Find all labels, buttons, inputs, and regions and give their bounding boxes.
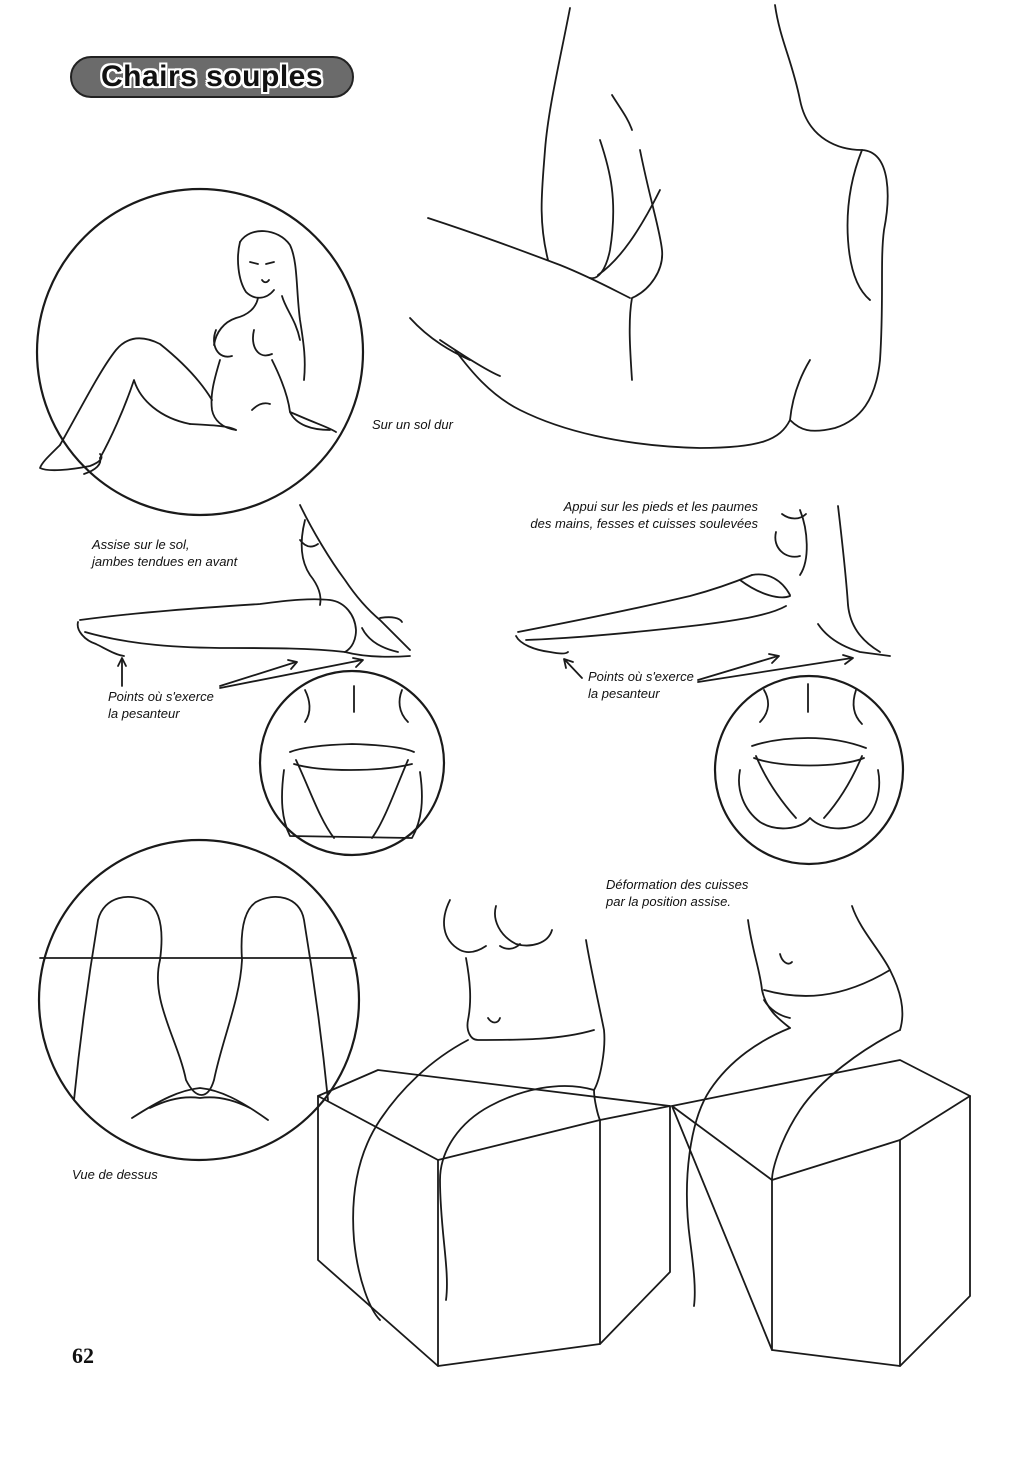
raised-support-figure-drawing [515,505,905,866]
section-title: Chairs souples [100,60,324,93]
caption-gravity-points-right: Points où s'exerce la pesanteur [588,669,694,701]
seated-on-blocks-drawing [317,899,971,1367]
legs-forward-figure-drawing [76,504,446,857]
top-view-thighs-drawing [37,838,361,1162]
caption-hard-floor: Sur un sol dur [372,417,453,432]
caption-top-view: Vue de dessus [72,1167,158,1182]
caption-thigh-deformation: Déformation des cuisses par la position … [606,877,749,909]
seated-back-view-drawing [409,4,889,449]
page-number: 62 [72,1343,94,1368]
hard-floor-figure-drawing [35,187,365,517]
caption-seated-legs-forward: Assise sur le sol, jambes tendues en ava… [92,537,238,569]
section-title-banner: Chairs souples [70,56,354,98]
caption-gravity-points-left: Points où s'exerce la pesanteur [108,689,214,721]
caption-raised-support: Appui sur les pieds et les paumes des ma… [530,499,758,531]
